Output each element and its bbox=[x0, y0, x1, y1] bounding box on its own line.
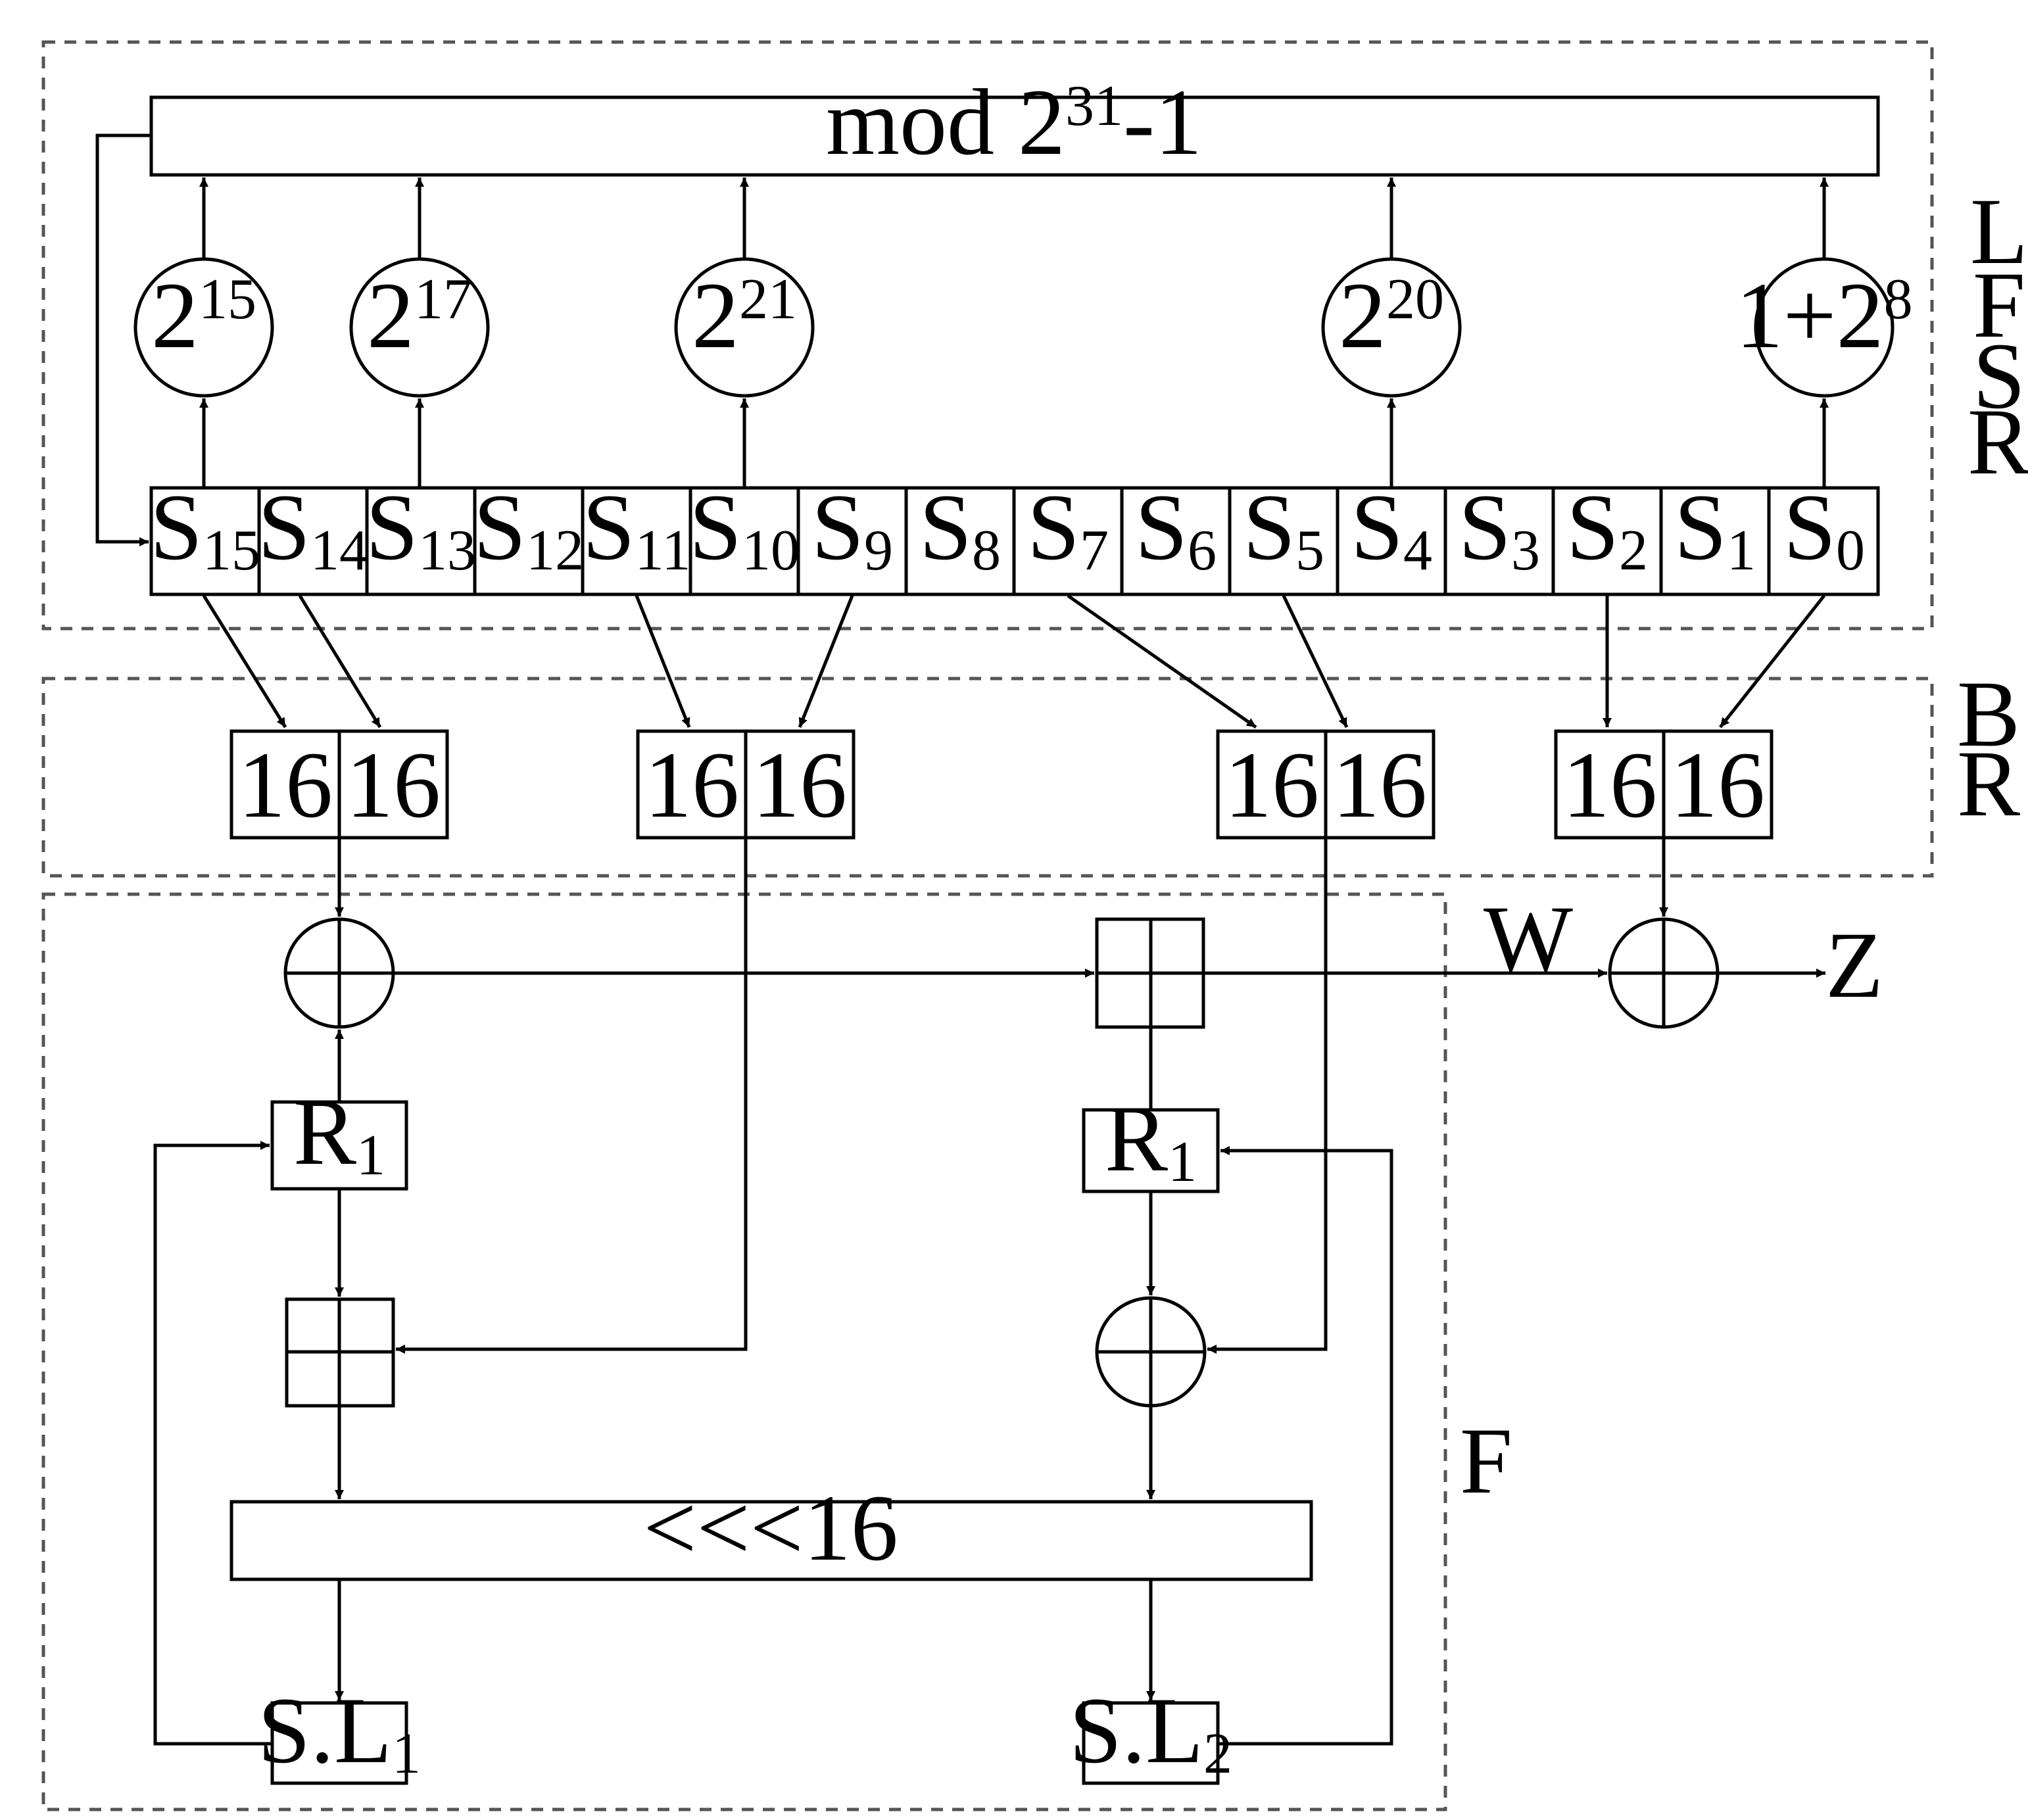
br-register-x2: 16 16 bbox=[1216, 729, 1436, 840]
br-side-label: B R bbox=[1957, 662, 2020, 836]
svg-text:S13: S13 bbox=[366, 475, 476, 583]
svg-text:217: 217 bbox=[367, 264, 472, 368]
tap-arrows-up bbox=[199, 178, 1829, 488]
rotate-box: <<<16 bbox=[229, 1476, 1313, 1581]
svg-text:S12: S12 bbox=[473, 475, 584, 583]
lfsr-side-label: L F S R bbox=[1968, 180, 2028, 494]
svg-text:S1: S1 bbox=[1674, 475, 1756, 583]
svg-text:S7: S7 bbox=[1027, 475, 1109, 583]
svg-text:16: 16 bbox=[1224, 733, 1319, 838]
svg-text:mod 231-1: mod 231-1 bbox=[826, 70, 1202, 175]
svg-text:L: L bbox=[1970, 180, 2028, 284]
svg-text:16: 16 bbox=[1670, 733, 1765, 838]
svg-text:R1: R1 bbox=[293, 1080, 385, 1187]
br-region bbox=[41, 677, 1934, 878]
svg-text:S3: S3 bbox=[1459, 475, 1540, 583]
svg-text:F: F bbox=[1973, 253, 2025, 358]
svg-text:S10: S10 bbox=[689, 475, 800, 583]
xor-bottom-right bbox=[1095, 1296, 1207, 1408]
lfsr-cell-s13: S13 bbox=[365, 475, 477, 596]
x2-to-xor bbox=[1207, 838, 1328, 1354]
lfsr-cell-s1: S1 bbox=[1659, 475, 1771, 596]
lfsr-cell-s0: S0 bbox=[1767, 475, 1880, 596]
svg-text:S2: S2 bbox=[1566, 475, 1648, 583]
svg-text:16: 16 bbox=[644, 733, 739, 838]
lfsr-cell-s3: S3 bbox=[1443, 475, 1555, 596]
lfsr-region bbox=[41, 40, 1934, 631]
f-side-label: F bbox=[1460, 1409, 1512, 1514]
svg-text:16: 16 bbox=[1332, 733, 1427, 838]
br-register-x1: 16 16 bbox=[636, 729, 856, 840]
svg-text:R: R bbox=[1957, 732, 2020, 836]
svg-text:221: 221 bbox=[692, 264, 797, 368]
svg-text:R: R bbox=[1968, 390, 2028, 494]
lfsr-cell-s2: S2 bbox=[1551, 475, 1663, 596]
lfsr-cell-s7: S7 bbox=[1012, 475, 1124, 596]
sl1-box: S.L1 bbox=[258, 1679, 421, 1786]
sl2-feedback bbox=[1218, 1146, 1393, 1746]
svg-text:S14: S14 bbox=[258, 475, 368, 583]
lfsr-cell-s9: S9 bbox=[796, 475, 908, 596]
adder-top-right bbox=[1095, 917, 1205, 1029]
svg-text:16: 16 bbox=[238, 733, 333, 838]
svg-text:S9: S9 bbox=[811, 475, 893, 583]
tap-1-plus-2-8: 1+28 bbox=[1735, 257, 1913, 398]
svg-text:S11: S11 bbox=[583, 475, 691, 583]
tap-2-21: 221 bbox=[674, 257, 815, 398]
br-register-x3: 16 16 bbox=[1554, 729, 1774, 840]
svg-text:R1: R1 bbox=[1105, 1087, 1197, 1194]
svg-text:S0: S0 bbox=[1783, 475, 1865, 583]
lfsr-cell-s15: S15 bbox=[149, 475, 261, 596]
sl2-box: S.L2 bbox=[1069, 1679, 1232, 1786]
adder-bottom-left bbox=[285, 1297, 395, 1408]
svg-text:1+28: 1+28 bbox=[1735, 264, 1912, 368]
tap-2-15: 215 bbox=[133, 257, 274, 398]
svg-text:S.L2: S.L2 bbox=[1069, 1679, 1232, 1786]
feedback-line bbox=[95, 133, 151, 546]
br-register-x0: 16 16 bbox=[229, 729, 449, 840]
svg-text:S15: S15 bbox=[150, 475, 260, 583]
svg-text:16: 16 bbox=[346, 733, 441, 838]
xor-x0-r1 bbox=[283, 917, 395, 1029]
tap-2-20: 220 bbox=[1321, 257, 1462, 398]
svg-text:S8: S8 bbox=[919, 475, 1001, 583]
lfsr-cell-s11: S11 bbox=[581, 475, 692, 596]
x1-to-adder bbox=[396, 838, 748, 1354]
svg-text:S6: S6 bbox=[1135, 475, 1217, 583]
z-label: Z bbox=[1825, 913, 1883, 1018]
w-label: W bbox=[1484, 887, 1573, 992]
svg-text:S5: S5 bbox=[1243, 475, 1324, 583]
svg-text:S.L1: S.L1 bbox=[258, 1679, 421, 1786]
svg-text:215: 215 bbox=[151, 264, 256, 368]
svg-text:S: S bbox=[1973, 324, 2025, 429]
lfsr-cell-s8: S8 bbox=[904, 475, 1016, 596]
xor-output bbox=[1608, 917, 1720, 1029]
lfsr-cells: S15 S14 S13 S12 S11 S10 S9 S8 S7 S6 S5 S… bbox=[149, 475, 1880, 596]
br-arrows bbox=[202, 594, 1825, 729]
svg-text:B: B bbox=[1957, 662, 2020, 767]
lfsr-cell-s4: S4 bbox=[1336, 475, 1447, 596]
svg-text:220: 220 bbox=[1339, 264, 1444, 368]
svg-text:16: 16 bbox=[752, 733, 847, 838]
svg-text:<<<16: <<<16 bbox=[643, 1476, 898, 1581]
left-r1-register: R1 bbox=[270, 1080, 408, 1191]
lfsr-cell-s14: S14 bbox=[257, 475, 369, 596]
lfsr-cell-s6: S6 bbox=[1120, 475, 1232, 596]
svg-text:16: 16 bbox=[1562, 733, 1657, 838]
lfsr-cell-s10: S10 bbox=[688, 475, 800, 596]
mod-box: mod 231-1 bbox=[149, 70, 1880, 177]
sl1-feedback bbox=[153, 1141, 272, 1746]
tap-2-17: 217 bbox=[349, 257, 490, 398]
svg-text:S4: S4 bbox=[1351, 475, 1432, 583]
lfsr-cell-s12: S12 bbox=[473, 475, 585, 596]
lfsr-cell-s5: S5 bbox=[1228, 475, 1340, 596]
